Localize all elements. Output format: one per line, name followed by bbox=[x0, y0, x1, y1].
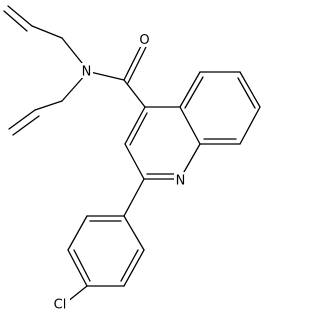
bond-allyl1-c1-c2 bbox=[7, 5, 33, 27]
bond-aryl-c4-cl bbox=[66, 285, 88, 303]
ring-nitrogen-label: N bbox=[176, 174, 186, 189]
bond-allyl2-c1-c2-double bbox=[12, 115, 40, 136]
bond-aryl-c6-c1 bbox=[123, 215, 145, 251]
bond-c6-c7-double bbox=[237, 77, 256, 109]
chlorine-label: Cl bbox=[54, 298, 67, 313]
oxygen-atom: O bbox=[138, 32, 151, 48]
bond-c3-c4 bbox=[124, 106, 146, 145]
bond-allyl2-c1-c2 bbox=[8, 109, 36, 130]
bond-allyl2-c3-n bbox=[61, 73, 87, 102]
bond-c7-c8 bbox=[239, 106, 261, 145]
chlorine-atom: Cl bbox=[50, 296, 70, 313]
bond-c4a-c8a bbox=[179, 106, 201, 145]
bond-carbonyl-c-o bbox=[123, 43, 143, 81]
bond-aryl-c3-c4 bbox=[67, 249, 88, 287]
oxygen-label: O bbox=[139, 33, 149, 48]
amide-nitrogen-label: N bbox=[82, 65, 92, 80]
amide-nitrogen-atom: N bbox=[80, 63, 93, 80]
bond-allyl1-c2-c3 bbox=[31, 25, 63, 39]
bond-aryl-c5-c6 bbox=[123, 249, 145, 287]
bond-aryl-c2-c3 bbox=[67, 215, 88, 251]
bond-aryl-c5-c6-double bbox=[120, 249, 139, 282]
bond-carbonyl-c-o-double bbox=[127, 46, 147, 84]
bond-allyl2-c2-c3 bbox=[34, 100, 63, 111]
bond-c4a-c5-double bbox=[184, 76, 204, 109]
bond-aryl-c3-c4-double bbox=[73, 249, 91, 282]
bond-allyl1-c1-c2-double bbox=[3, 10, 28, 32]
molecule-structure-diagram: O N N Cl bbox=[3, 5, 261, 313]
bond-c2-c3 bbox=[124, 143, 145, 180]
bond-c4a-c5 bbox=[179, 71, 201, 108]
bond-c6-c7 bbox=[239, 71, 261, 108]
bond-carbonyl-c-c4 bbox=[123, 79, 146, 108]
ring-nitrogen-atom: N bbox=[174, 172, 187, 189]
bond-c3-c4-double bbox=[129, 112, 148, 146]
bond-c2-aryl bbox=[123, 178, 145, 217]
